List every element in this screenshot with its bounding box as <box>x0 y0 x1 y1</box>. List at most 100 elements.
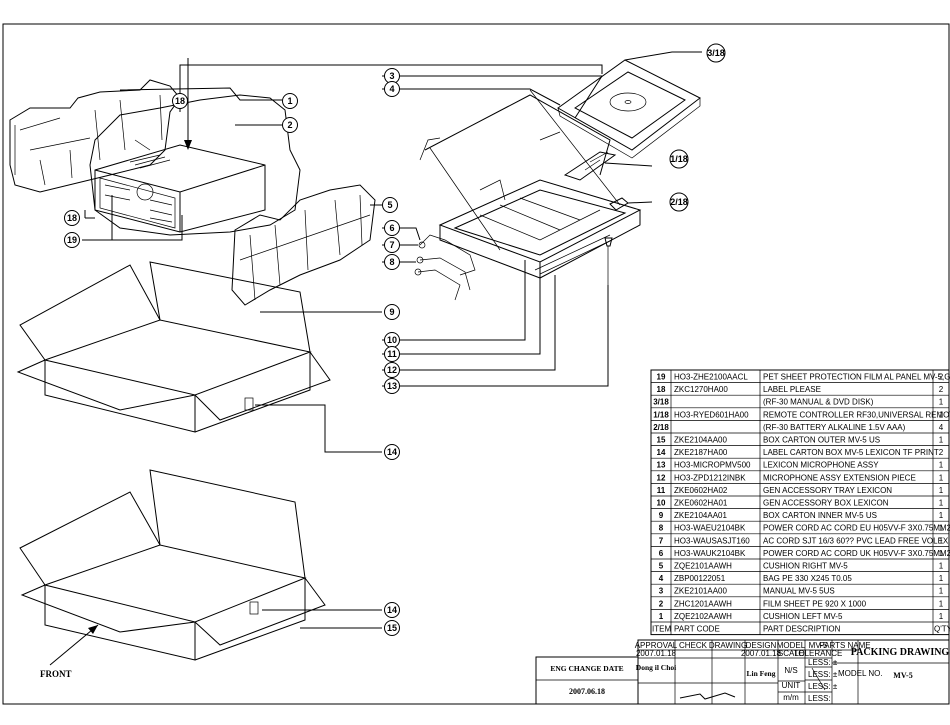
balloon-label: 8 <box>389 257 394 267</box>
bom-part-code: ZKE2101AA00 <box>674 587 727 596</box>
bom-part-code: HO3-RYED601HA00 <box>674 410 749 419</box>
balloon-label: 9 <box>389 307 394 317</box>
bom-part-code: HO3-WAUK2104BK <box>674 549 746 558</box>
bom-qty: 1 <box>939 574 944 583</box>
balloon-label: 1/18 <box>670 154 688 164</box>
bom-qty: 1 <box>939 511 944 520</box>
bom-qty: 1 <box>939 410 944 419</box>
bom-item: 12 <box>657 473 666 482</box>
bom-item: 5 <box>659 562 664 571</box>
bom-qty: 1 <box>939 473 944 482</box>
bom-qty: 1 <box>939 612 944 621</box>
eng-change-date: 2007.06.18 <box>569 687 605 696</box>
tb-approval-date: 2007.01.18 <box>636 649 677 658</box>
bom-header-code: PART CODE <box>674 625 720 634</box>
balloons: 1233/1845678910111213141518191/182/18141… <box>64 43 726 636</box>
balloon-5: 5 <box>382 197 398 213</box>
bom-part-code: HO3-ZHE2100AACL <box>674 373 748 382</box>
tb-design: DESIGN <box>746 641 777 650</box>
bom-description: FILM SHEET PE 920 X 1000 <box>763 599 867 608</box>
tb-design-date: 2007.01.18 <box>741 649 782 658</box>
power-cords <box>414 234 476 301</box>
bom-qty: 1 <box>939 587 944 596</box>
balloon-2: 2 <box>282 117 298 133</box>
tb-ns: N/S <box>784 666 797 675</box>
leader-lines <box>82 51 702 629</box>
bom-item: 3/18 <box>653 398 669 407</box>
tb-unit-value: m/m <box>783 693 799 702</box>
balloon-label: 11 <box>387 349 397 359</box>
bom-part-code: ZKE0602HA01 <box>674 499 728 508</box>
remote-controller <box>563 151 617 181</box>
balloon-6: 6 <box>384 220 400 236</box>
balloon-label: 19 <box>67 235 77 245</box>
balloon-label: 2 <box>287 120 292 130</box>
balloon-label: 10 <box>387 335 397 345</box>
bom-header-qty: Q'TY <box>934 625 950 634</box>
front-arrowhead <box>88 625 98 634</box>
balloon-label: 4 <box>389 84 394 94</box>
balloon-1-18: 1/18 <box>669 149 689 169</box>
tb-parts-name: PARTS NAME <box>819 641 870 650</box>
bom-part-code: HO3-MICROPMV500 <box>674 461 751 470</box>
balloon-8: 8 <box>384 254 400 270</box>
balloon-label: 1 <box>287 96 292 106</box>
bom-qty: 1 <box>939 549 944 558</box>
bom-row: 19 HO3-ZHE2100AACL PET SHEET PROTECTION FI… <box>657 373 950 382</box>
bom-header-item: ITEM <box>652 625 671 634</box>
balloon-label: 14 <box>387 605 397 615</box>
accessory-box <box>419 89 642 279</box>
balloon-3-18: 3/18 <box>706 43 726 63</box>
front-arrow <box>49 624 99 666</box>
tb-less-1: LESS: ± <box>808 658 838 667</box>
bom-item: 19 <box>657 373 666 382</box>
bom-description: REMOTE CONTROLLER RF30,UNIVERSAL REMOTE … <box>763 410 950 419</box>
balloon-14-dup: 14 <box>384 602 400 618</box>
bom-item: 4 <box>659 574 664 583</box>
front-label: FRONT <box>40 669 72 679</box>
balloon-4: 4 <box>384 81 400 97</box>
bom-item: 7 <box>659 536 664 545</box>
bom-part-code: ZKE2187HA00 <box>674 448 728 457</box>
balloon-label: 14 <box>387 447 397 457</box>
bom-qty: 2 <box>939 385 944 394</box>
bom-description: LEXICON MICROPHONE ASSY <box>763 461 879 470</box>
bom-description: MICROPHONE ASSY EXTENSION PIECE <box>763 473 916 482</box>
bom-qty: 1 <box>939 599 944 608</box>
bom-description: POWER CORD AC CORD UK H05VV-F 3X0.75MM2 … <box>763 549 950 558</box>
eng-change-date-label: ENG CHANGE DATE <box>550 664 623 673</box>
balloon-label: 15 <box>387 623 397 633</box>
bom-qty: 4 <box>939 423 944 432</box>
tb-model_h: MODEL <box>777 641 806 650</box>
tb-unit: UNIT <box>782 681 801 690</box>
tb-model-no: MV-5 <box>893 671 912 680</box>
manual-dvd <box>557 59 701 159</box>
bom-description: PET SHEET PROTECTION FILM AL PANEL MV-5,… <box>763 373 950 382</box>
tb-less-2: LESS: ± <box>808 670 838 679</box>
bom-part-code: ZQE2102AAWH <box>674 612 732 621</box>
bom-item: 10 <box>657 499 666 508</box>
bom-qty: 1 <box>939 436 944 445</box>
drawing-border <box>2 23 950 705</box>
balloon-label: 13 <box>387 381 397 391</box>
tb-tolerance: TOLERANCE <box>794 649 843 658</box>
bom-description: (RF-30 BATTERY ALKALINE 1.5V AAA) <box>763 423 906 432</box>
bom-description: POWER CORD AC CORD EU H05VV-F 3X0.75MM2 … <box>763 524 950 533</box>
bom-description: (RF-30 MANUAL & DVD DISK) <box>763 398 874 407</box>
bom-item: 2 <box>659 599 664 608</box>
bom-qty: 1 <box>939 524 944 533</box>
bom-description: AC CORD SJT 16/3 60?? PVC LEAD FREE VOLE… <box>763 536 949 545</box>
bom-item: 8 <box>659 524 664 533</box>
tb-model-no-label: MODEL NO. <box>838 669 883 678</box>
bom-description: BAG PE 330 X245 T0.05 <box>763 574 852 583</box>
bom-description: BOX CARTON OUTER MV-5 US <box>763 436 880 445</box>
balloon-12: 12 <box>384 362 400 378</box>
